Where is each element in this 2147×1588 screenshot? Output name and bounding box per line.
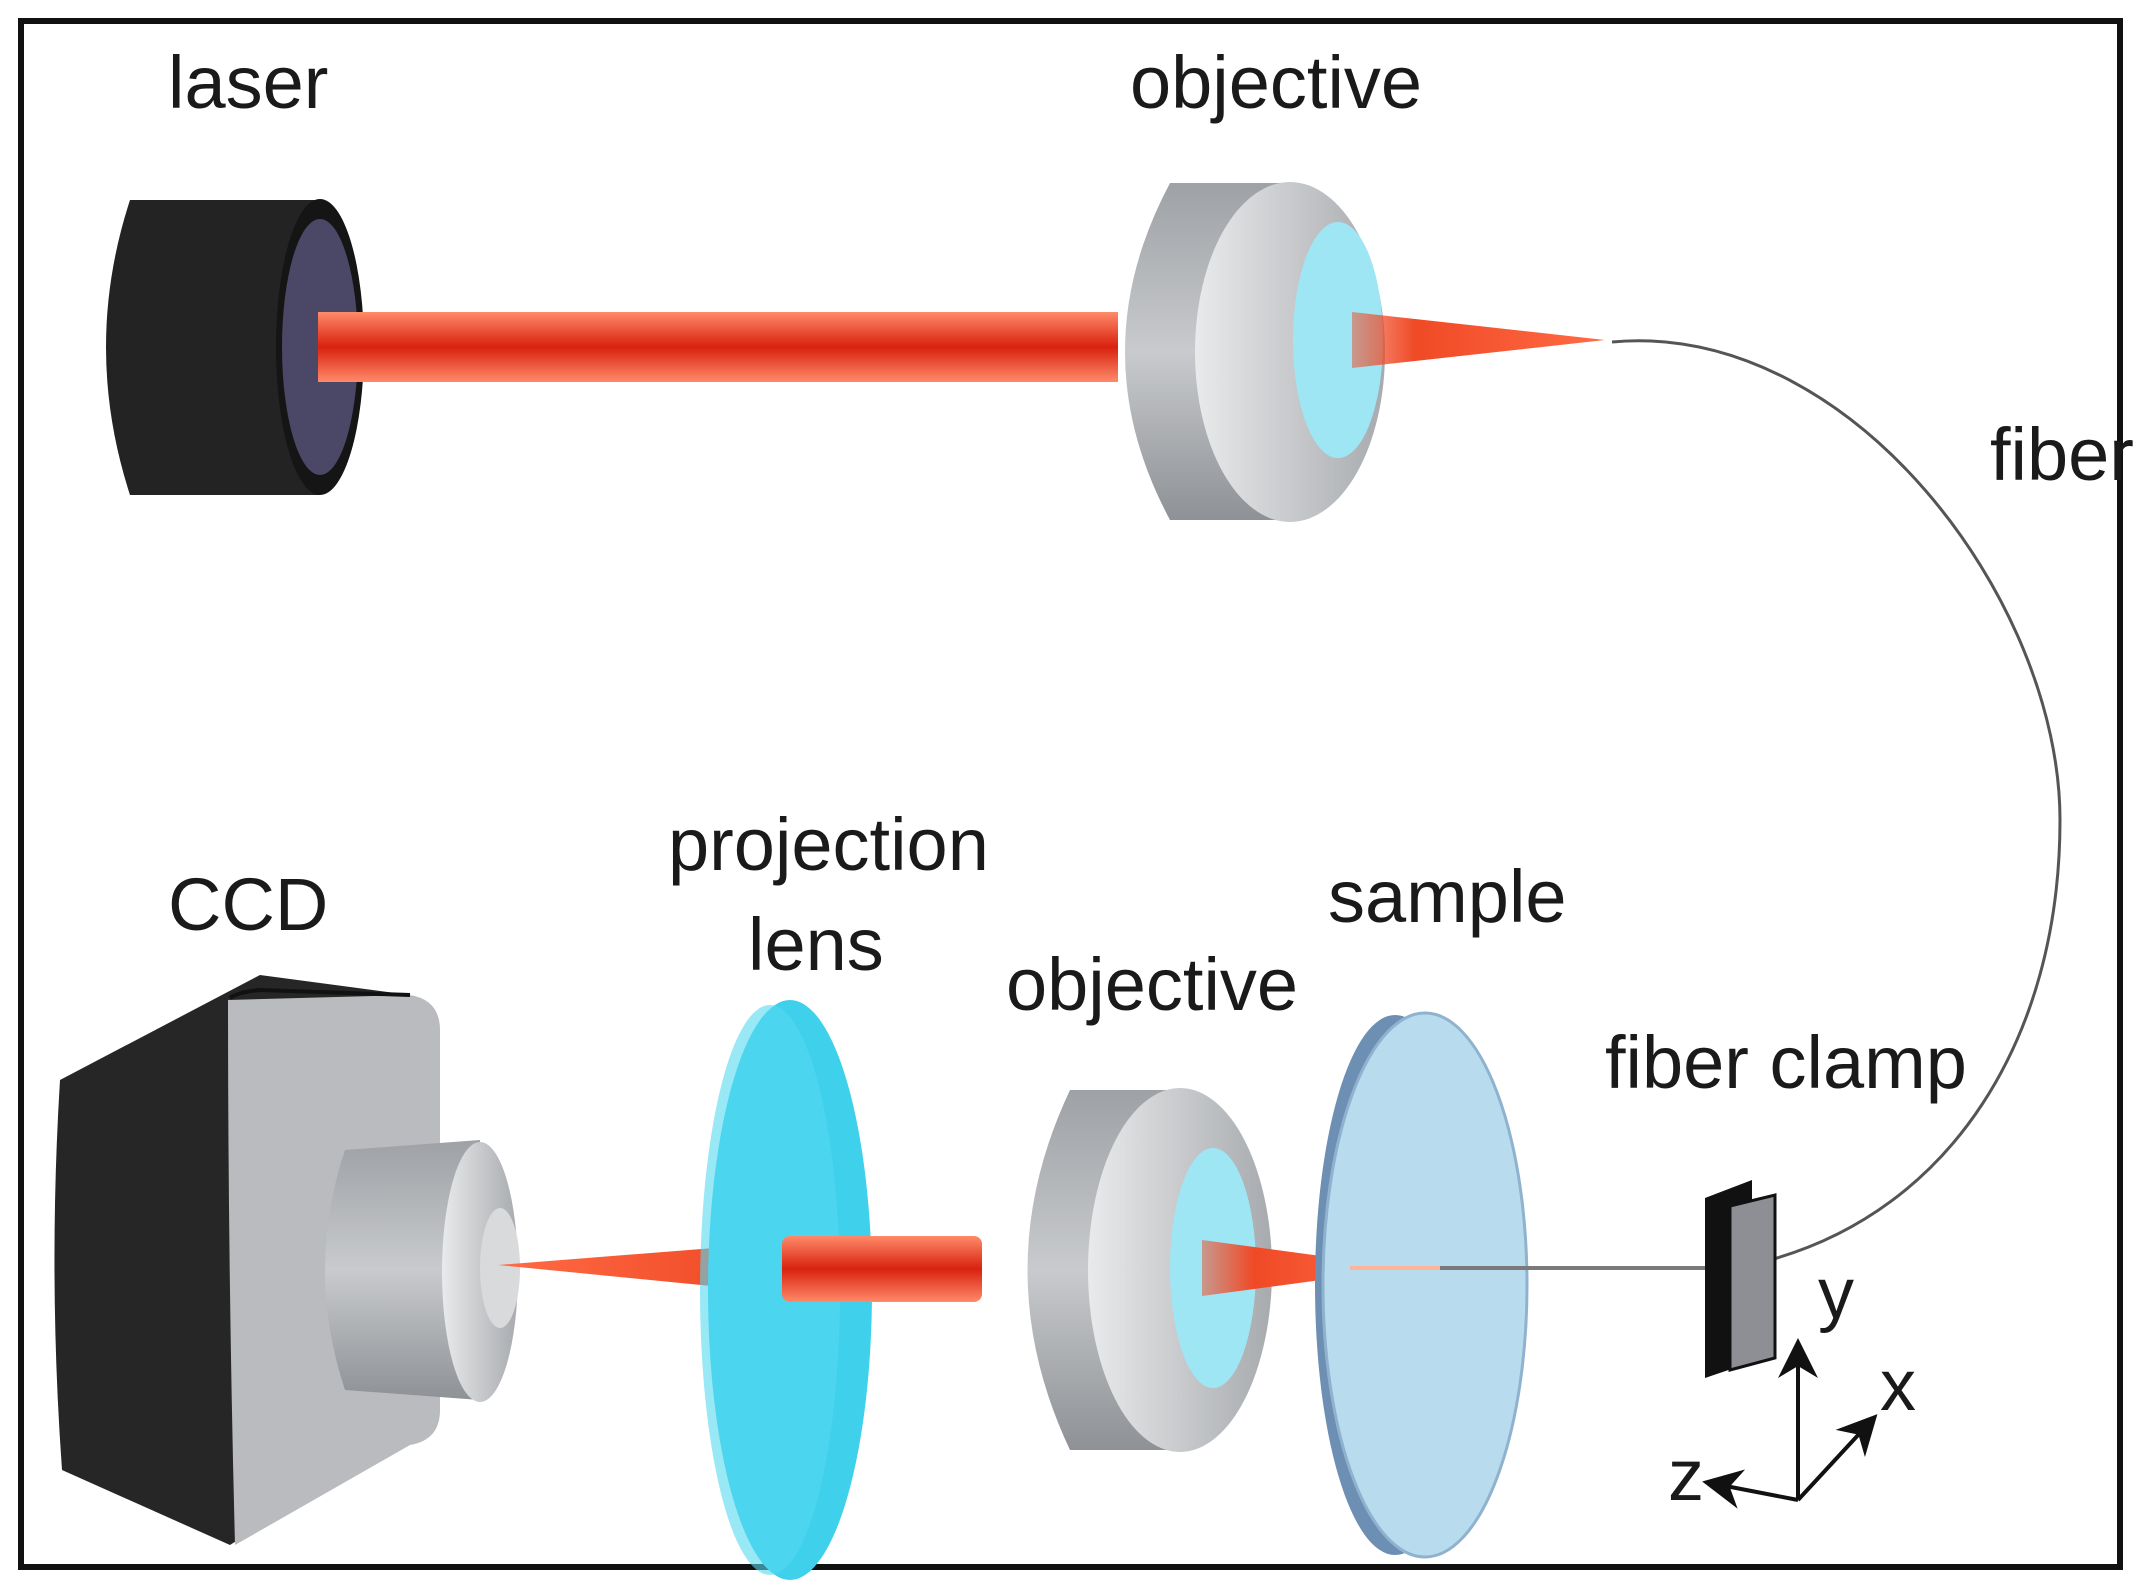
label-sample: sample — [1328, 855, 1567, 938]
sample-slide — [1315, 1011, 1529, 1559]
label-fiber-clamp: fiber clamp — [1605, 1021, 1967, 1104]
fiber-line — [1611, 339, 2062, 1262]
label-ccd: CCD — [168, 863, 328, 946]
label-laser: laser — [168, 41, 328, 124]
fiber-clamp — [1705, 1180, 1777, 1378]
axis-label-z: z — [1668, 1436, 1704, 1516]
axis-label-y: y — [1818, 1254, 1854, 1334]
laser-beam — [318, 312, 1118, 382]
label-fiber: fiber — [1990, 413, 2134, 496]
x-axis-arrow — [1796, 1414, 1878, 1502]
axis-label-x: x — [1880, 1346, 1916, 1426]
imaging-beam-ccd — [498, 1245, 752, 1290]
objective-top — [1125, 182, 1385, 522]
z-axis-arrow — [1702, 1469, 1799, 1509]
label-projection-line1: projection — [668, 803, 989, 886]
label-objective-top: objective — [1130, 41, 1422, 124]
ccd-camera — [54, 975, 520, 1545]
label-projection-line2: lens — [748, 903, 884, 986]
label-objective-bottom: objective — [1006, 943, 1298, 1026]
collimated-beam-bottom — [782, 1236, 982, 1302]
coordinate-axes — [1702, 1338, 1878, 1509]
focused-beam-top — [1352, 312, 1605, 368]
focused-beam-bottom — [1202, 1240, 1410, 1296]
